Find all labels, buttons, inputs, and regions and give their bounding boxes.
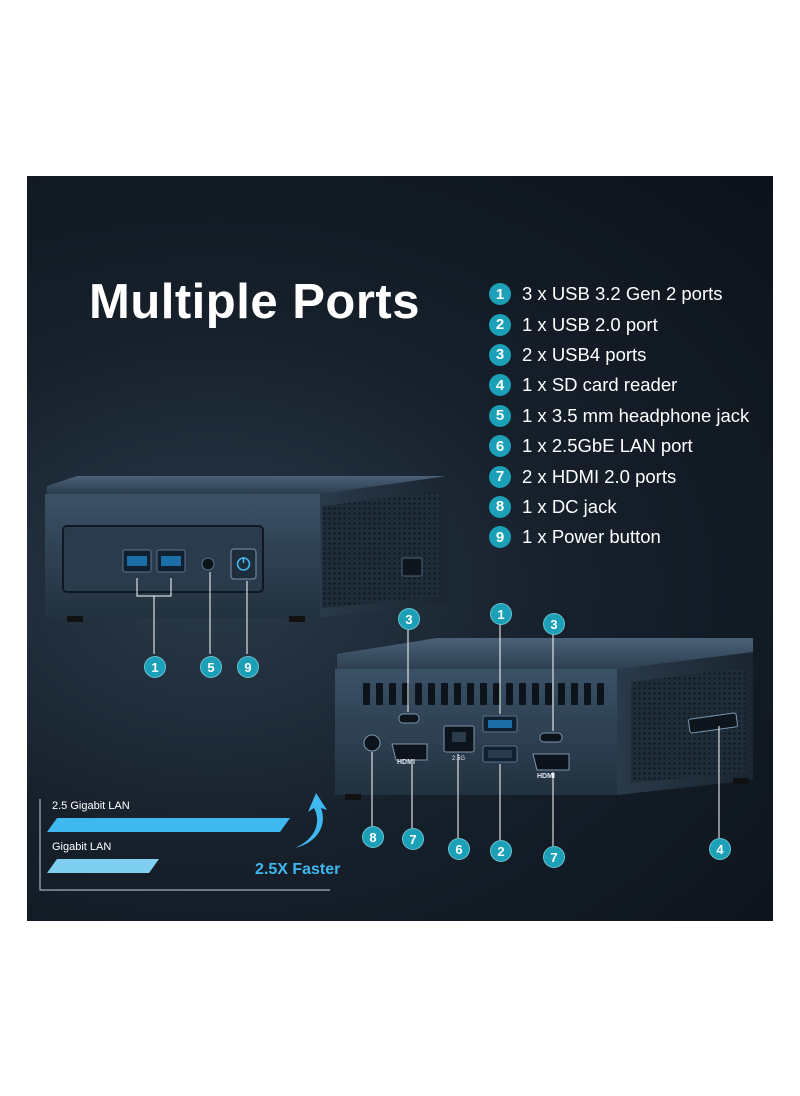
rear-callout-usb4-left: 3	[398, 608, 420, 630]
spec-number-badge: 5	[489, 404, 511, 427]
bar2-label: Gigabit LAN	[52, 841, 112, 853]
spec-text: 1 x 3.5 mm headphone jack	[522, 404, 750, 426]
port-spec-list: 1 3 x USB 3.2 Gen 2 ports 2 1 x USB 2.0 po…	[489, 279, 749, 553]
rear-callout-dc: 8	[362, 826, 384, 848]
spec-number-badge: 2	[489, 313, 511, 336]
spec-number-badge: 9	[489, 526, 511, 549]
spec-number-badge: 1	[489, 283, 511, 306]
lan-bar-slow	[47, 859, 159, 873]
rear-callout-usb4-right: 3	[543, 613, 565, 635]
hdmi-port-label-left: HDMI	[397, 759, 415, 766]
hdmi-port-label-right: HDMI	[537, 773, 555, 780]
spec-text: 1 x DC jack	[522, 495, 617, 517]
spec-number-badge: 3	[489, 343, 511, 366]
front-callout-usb: 1	[144, 656, 166, 678]
spec-item: 2 1 x USB 2.0 port	[489, 309, 749, 339]
rear-callout-hdmi-right: 7	[543, 846, 565, 868]
spec-number-badge: 4	[489, 374, 511, 397]
rear-callout-hdmi-left: 7	[402, 828, 424, 850]
spec-text: 1 x Power button	[522, 526, 661, 548]
page-title: Multiple Ports	[89, 275, 420, 329]
product-illustration	[39, 476, 753, 891]
spec-item: 5 1 x 3.5 mm headphone jack	[489, 401, 749, 431]
front-mini-pc	[45, 476, 447, 654]
spec-item: 6 1 x 2.5GbE LAN port	[489, 431, 749, 461]
spec-item: 9 1 x Power button	[489, 522, 749, 552]
speedup-arrow-icon	[295, 793, 327, 848]
front-callout-power: 9	[237, 656, 259, 678]
spec-item: 8 1 x DC jack	[489, 492, 749, 522]
lan-port-label: 2.5G	[452, 756, 466, 762]
rear-callout-lan: 6	[448, 838, 470, 860]
rear-callout-sd: 4	[709, 838, 731, 860]
spec-number-badge: 8	[489, 495, 511, 518]
rear-callout-usb2: 2	[490, 840, 512, 862]
speedup-label: 2.5X Faster	[255, 861, 341, 878]
spec-item: 4 1 x SD card reader	[489, 370, 749, 400]
spec-text: 1 x 2.5GbE LAN port	[522, 435, 693, 457]
rear-mini-pc	[335, 623, 753, 846]
spec-number-badge: 6	[489, 435, 511, 458]
rear-callout-usb32: 1	[490, 603, 512, 625]
spec-text: 2 x HDMI 2.0 ports	[522, 465, 677, 487]
spec-text: 1 x SD card reader	[522, 374, 678, 396]
spec-text: 2 x USB4 ports	[522, 343, 647, 365]
lan-comparison	[39, 793, 330, 891]
lan-bar-fast	[47, 818, 290, 832]
spec-item: 3 2 x USB4 ports	[489, 340, 749, 370]
spec-text: 1 x USB 2.0 port	[522, 313, 658, 335]
spec-text: 3 x USB 3.2 Gen 2 ports	[522, 283, 723, 305]
spec-item: 1 3 x USB 3.2 Gen 2 ports	[489, 279, 749, 309]
spec-number-badge: 7	[489, 465, 511, 488]
front-callout-headphone: 5	[200, 656, 222, 678]
bar1-label: 2.5 Gigabit LAN	[52, 800, 130, 812]
spec-item: 7 2 x HDMI 2.0 ports	[489, 461, 749, 491]
product-panel: Multiple Ports 1 3 x USB 3.2 Gen 2 ports …	[27, 176, 773, 921]
